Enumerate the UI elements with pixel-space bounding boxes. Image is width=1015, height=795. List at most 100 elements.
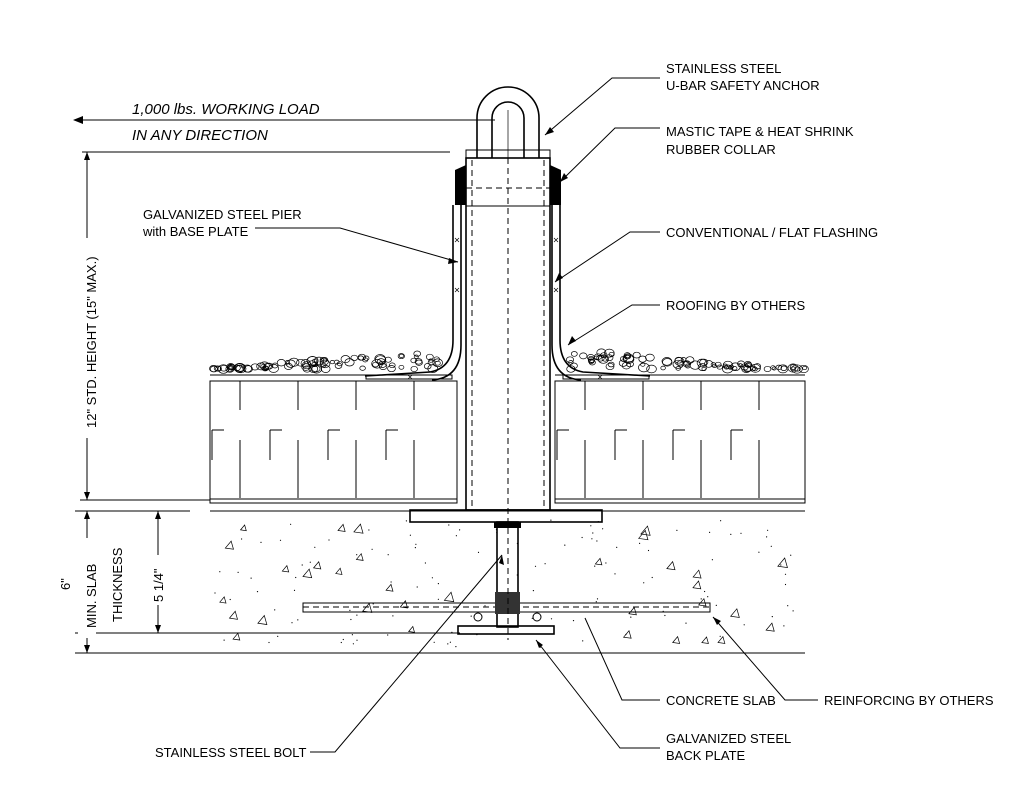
gravel-stone xyxy=(398,353,404,358)
gravel-stone xyxy=(724,365,729,370)
roofing-label: ROOFING BY OTHERS xyxy=(666,298,805,313)
gravel-stone xyxy=(684,363,691,369)
gravel-stone xyxy=(410,365,418,373)
gravel-stone xyxy=(596,354,605,362)
gravel-stone xyxy=(645,353,655,362)
gravel-stone xyxy=(344,358,355,367)
gravel-stone xyxy=(259,361,270,370)
anchor-label-line2: U-BAR SAFETY ANCHOR xyxy=(666,78,820,93)
gravel-stone xyxy=(319,356,327,363)
gravel-stone xyxy=(413,354,419,359)
slab-dimension-line1: MIN. SLAB xyxy=(84,564,99,628)
gravel-stone xyxy=(640,362,646,367)
gravel-stone xyxy=(260,364,266,369)
gravel-stone xyxy=(434,360,441,366)
gravel-stone xyxy=(780,365,788,371)
gravel-stone xyxy=(276,359,286,367)
gravel-stone xyxy=(771,366,777,371)
gravel-stone xyxy=(566,356,574,363)
gravel-stone xyxy=(798,364,809,374)
gravel-stone xyxy=(638,362,650,373)
gravel-stone xyxy=(209,365,218,373)
roofing-membrane xyxy=(209,348,809,382)
gravel-stone xyxy=(319,359,331,369)
roof-insulation xyxy=(209,380,806,504)
stainless-steel-bolt xyxy=(457,158,555,640)
gravel-stone xyxy=(271,362,279,369)
anchor-label-line1: STAINLESS STEEL xyxy=(666,61,781,76)
working-load-arrow xyxy=(73,116,495,153)
gravel-stone xyxy=(704,360,714,368)
gravel-stone xyxy=(425,353,434,361)
gravel-stone xyxy=(730,362,741,372)
gravel-stone xyxy=(319,357,329,366)
gravel-stone xyxy=(234,363,246,372)
gravel-stone xyxy=(308,364,319,373)
gravel-stone xyxy=(388,362,396,369)
backplate-label-line2: BACK PLATE xyxy=(666,748,746,763)
gravel-stone xyxy=(415,359,423,366)
gravel-stone xyxy=(685,356,695,364)
gravel-stone xyxy=(763,365,772,373)
gravel-stone xyxy=(215,366,222,372)
gravel-stone xyxy=(427,359,435,366)
gravel-stone xyxy=(646,364,657,374)
reinforcing-label: REINFORCING BY OTHERS xyxy=(824,693,994,708)
gravel-stone xyxy=(789,364,797,370)
pier-label-line2: with BASE PLATE xyxy=(142,224,249,239)
gravel-stone xyxy=(608,351,615,357)
gravel-stone xyxy=(802,365,808,371)
gravel-stone xyxy=(749,363,761,373)
gravel-stone xyxy=(662,358,673,367)
bolt-label: STAINLESS STEEL BOLT xyxy=(155,745,307,760)
gravel-stone xyxy=(632,351,641,359)
gravel-stone xyxy=(397,353,405,360)
flashing-label: CONVENTIONAL / FLAT FLASHING xyxy=(666,225,878,240)
gravel-stone xyxy=(728,364,734,369)
gravel-stone xyxy=(357,353,366,361)
gravel-stone xyxy=(741,364,752,373)
gravel-stone xyxy=(675,366,681,371)
gravel-stone xyxy=(371,359,383,369)
collar-label-line2: RUBBER COLLAR xyxy=(666,142,776,157)
concrete-slab xyxy=(75,510,805,654)
gravel-stone xyxy=(697,363,708,371)
height-dimension-label: 12" STD. HEIGHT (15" MAX.) xyxy=(84,256,99,428)
gravel-stone xyxy=(387,365,396,373)
collar-label-line1: MASTIC TAPE & HEAT SHRINK xyxy=(666,124,854,139)
gravel-stone xyxy=(268,364,279,373)
gravel-stone xyxy=(413,350,421,357)
gravel-stone xyxy=(235,364,247,374)
gravel-stone xyxy=(601,356,609,362)
gravel-stone xyxy=(638,355,647,363)
gravel-stone xyxy=(243,365,253,373)
gravel-stone xyxy=(624,354,630,360)
gravel-stone xyxy=(340,355,351,364)
gravel-stone xyxy=(302,365,312,373)
gravel-stone xyxy=(794,366,801,372)
flashing xyxy=(364,205,651,381)
gravel-stone xyxy=(605,362,615,371)
gravel-stone xyxy=(621,361,631,370)
gravel-stone xyxy=(716,364,723,370)
gravel-stone xyxy=(676,360,684,367)
slab-dimension-line2: THICKNESS xyxy=(110,547,125,622)
gravel-stone xyxy=(398,364,405,370)
concrete-aggregate-marks xyxy=(214,519,794,648)
load-label-line2: IN ANY DIRECTION xyxy=(132,127,268,144)
gravel-stone xyxy=(752,366,758,372)
pier-label-line1: GALVANIZED STEEL PIER xyxy=(143,207,302,222)
backplate-label-line1: GALVANIZED STEEL xyxy=(666,731,791,746)
gravel-stone xyxy=(607,361,615,368)
gravel-stone xyxy=(378,363,388,370)
load-label-line1: 1,000 lbs. WORKING LOAD xyxy=(132,101,320,118)
gravel-stone xyxy=(696,358,708,368)
slab-dimension-value: 6" xyxy=(58,578,73,590)
gravel-stone xyxy=(423,363,432,370)
gravel-stone xyxy=(593,353,603,360)
gravel-stone xyxy=(376,358,386,366)
gravel-stone xyxy=(570,351,578,357)
gravel-stone xyxy=(791,364,803,374)
gravel-stone xyxy=(588,359,596,366)
